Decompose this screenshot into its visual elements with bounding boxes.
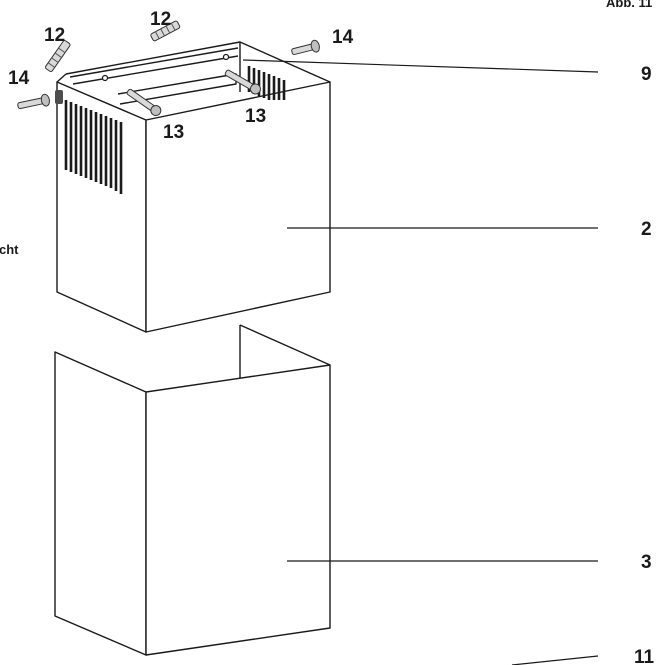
screw-13-right bbox=[224, 69, 261, 95]
lower-chimney-left-face bbox=[54, 351, 147, 656]
screw-14-right bbox=[291, 39, 320, 55]
label-2: 2 bbox=[641, 219, 652, 240]
bracket-hole-right bbox=[222, 53, 230, 61]
lower-chimney-front-face bbox=[145, 364, 331, 656]
leader-9 bbox=[242, 59, 599, 73]
label-13-left: 13 bbox=[163, 122, 184, 143]
lower-chimney bbox=[54, 324, 331, 656]
label-9: 9 bbox=[641, 64, 652, 85]
rear-vent-slots bbox=[247, 66, 286, 100]
screw-14-left bbox=[17, 93, 50, 110]
mounting-bracket-lower bbox=[72, 55, 239, 85]
screw-13-left bbox=[126, 88, 162, 117]
label-14-right: 14 bbox=[332, 27, 354, 48]
label-14-left: 14 bbox=[8, 68, 30, 89]
label-12-left: 12 bbox=[44, 25, 65, 46]
bracket-hole-left bbox=[101, 74, 109, 82]
lower-chimney-back-flange bbox=[239, 324, 331, 366]
leader-11 bbox=[511, 655, 599, 665]
mounting-bracket-top bbox=[69, 47, 239, 78]
upper-chimney bbox=[55, 41, 331, 333]
upper-chimney-front-face bbox=[145, 81, 331, 333]
label-13-right: 13 bbox=[245, 106, 266, 127]
label-11: 11 bbox=[634, 647, 655, 665]
label-12-right: 12 bbox=[150, 9, 171, 30]
label-3: 3 bbox=[641, 552, 652, 573]
side-text: cht bbox=[0, 242, 19, 257]
figure-caption: Abb. 11 bbox=[606, 0, 652, 10]
left-vent-slots bbox=[64, 100, 123, 194]
side-tab bbox=[55, 90, 63, 104]
wall-plug-12-left bbox=[45, 40, 71, 73]
wall-plug-12-right bbox=[150, 20, 181, 42]
